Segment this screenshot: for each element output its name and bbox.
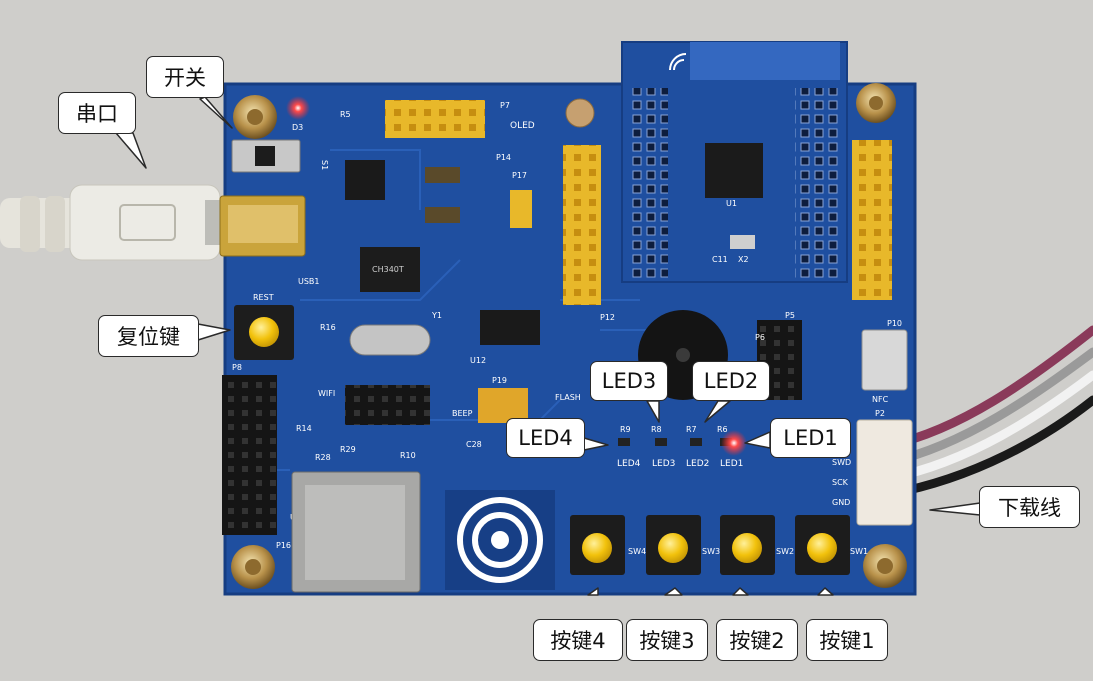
swd-connector: [856, 419, 913, 526]
silk-y1: Y1: [431, 311, 442, 320]
mounting-nut-top-left: [233, 95, 277, 139]
silk-r9: R9: [620, 425, 631, 434]
led-indicators: R9 R8 R7 R6 LED4 LED3 LED2 LED1: [617, 425, 747, 469]
silk-p17: P17: [512, 171, 527, 180]
capacitor: [425, 207, 460, 223]
callout-reset: 复位键: [98, 315, 199, 357]
silk-gnd: GND: [832, 498, 850, 507]
silk-led2: LED2: [686, 459, 709, 469]
led1-light: [721, 430, 747, 456]
oled-header: [385, 100, 485, 138]
silk-r10: R10: [400, 451, 416, 460]
flash-chip: [480, 310, 540, 345]
silk-u1: U1: [726, 199, 737, 208]
callout-led1: LED1: [770, 418, 851, 458]
silk-p12: P12: [600, 313, 615, 322]
silk-p19: P19: [492, 376, 507, 385]
callout-download: 下载线: [979, 486, 1080, 528]
header-wifi: [345, 385, 430, 425]
jumper-p19: [478, 388, 528, 423]
callout-switch: 开关: [146, 56, 224, 98]
nfc-connector: [861, 329, 908, 391]
silk-r5: R5: [340, 110, 351, 119]
silk-wifi: WIFI: [318, 389, 335, 398]
mounting-nut-top-right: [856, 83, 896, 123]
usb-cable: [0, 184, 235, 261]
silk-p8: P8: [232, 363, 242, 372]
push-button-sw3[interactable]: [646, 515, 701, 575]
push-button-sw1[interactable]: [795, 515, 850, 575]
silk-r7: R7: [686, 425, 697, 434]
silk-sw3: SW3: [702, 547, 720, 556]
silk-p5: P5: [785, 311, 795, 320]
push-button-sw4[interactable]: [570, 515, 625, 575]
callout-key2: 按键2: [716, 619, 798, 661]
silk-led1: LED1: [720, 459, 743, 469]
silk-c28: C28: [466, 440, 482, 449]
callout-led4: LED4: [506, 418, 585, 458]
silk-led4: LED4: [617, 459, 641, 469]
silk-r8: R8: [651, 425, 662, 434]
gpio-header-left: [563, 145, 601, 305]
header-p16: [222, 375, 277, 535]
power-led: [286, 96, 310, 120]
silk-sw1: SW1: [850, 547, 868, 556]
silk-usb1: USB1: [298, 277, 320, 286]
callout-led3: LED3: [590, 361, 668, 401]
silk-chip: CH340T: [372, 265, 404, 274]
silk-p7: P7: [500, 101, 510, 110]
silk-r6: R6: [717, 425, 728, 434]
silk-s1: S1: [320, 160, 329, 170]
silk-p2: P2: [875, 409, 885, 418]
silk-nfc: NFC: [872, 395, 889, 404]
silk-oled: OLED: [510, 121, 535, 131]
reset-button[interactable]: [234, 305, 294, 360]
crystal-y1: [349, 324, 431, 356]
gpio-header-right: [852, 140, 892, 300]
silk-beep: BEEP: [452, 409, 473, 418]
silk-r16: R16: [320, 323, 336, 332]
silk-p14: P14: [496, 153, 511, 162]
silk-c11: C11: [712, 255, 728, 264]
silk-sw4: SW4: [628, 547, 646, 556]
capacitor: [425, 167, 460, 183]
power-switch[interactable]: [231, 139, 301, 173]
silk-sw2: SW2: [776, 547, 794, 556]
callout-serial: 串口: [58, 92, 136, 134]
silk-u12: U12: [470, 356, 486, 365]
silk-r14: R14: [296, 424, 312, 433]
silk-p10: P10: [887, 319, 902, 328]
nfc-antenna: [445, 490, 555, 590]
callout-led2: LED2: [692, 361, 770, 401]
jumper-p17: [510, 190, 532, 228]
callout-key3: 按键3: [626, 619, 708, 661]
mounting-nut-bottom-right: [863, 544, 907, 588]
ch340-chip: CH340T: [360, 247, 420, 292]
silk-x2: X2: [738, 255, 749, 264]
callout-pointers: [115, 96, 981, 596]
push-button-sw2[interactable]: [720, 515, 775, 575]
silk-d3: D3: [292, 123, 303, 132]
photoresistor: [565, 98, 595, 128]
mounting-nut-bottom-left: [231, 545, 275, 589]
silk-p6: P6: [755, 333, 765, 342]
silk-p16: P16: [276, 541, 291, 550]
usb-connector: [219, 195, 306, 257]
sd-card-slot: [291, 471, 421, 593]
regulator-chip: [345, 160, 385, 200]
silk-sck: SCK: [832, 478, 849, 487]
silk-swd: SWD: [832, 458, 851, 467]
silk-r29: R29: [340, 445, 356, 454]
callout-key4: 按键4: [533, 619, 623, 661]
callout-key1: 按键1: [806, 619, 888, 661]
silk-led3: LED3: [652, 459, 675, 469]
silk-r28: R28: [315, 453, 331, 462]
wifi-module: U1 X2 C11: [621, 41, 848, 283]
silk-rest: REST: [253, 293, 274, 302]
silk-flash: FLASH: [555, 393, 581, 402]
